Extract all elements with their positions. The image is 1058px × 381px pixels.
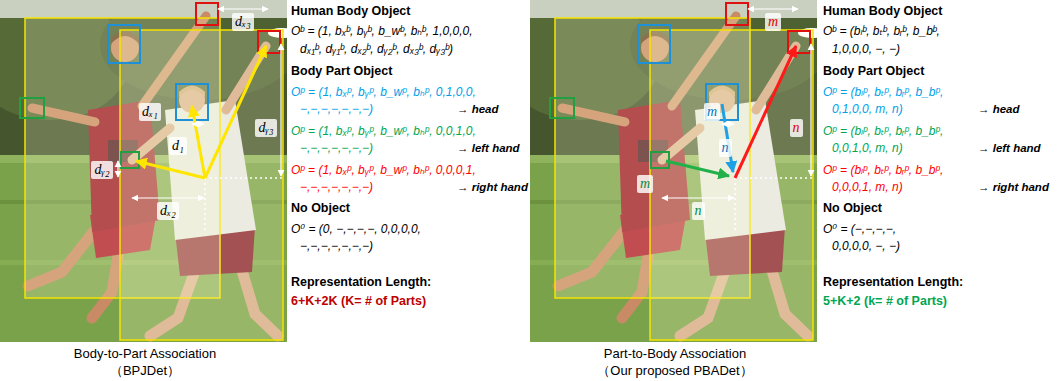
left-photo <box>0 0 300 342</box>
dimension-line <box>280 44 281 176</box>
right-photo <box>500 0 830 342</box>
formula-line: −,−,−,−,−,−,−) <box>300 239 373 254</box>
formula-line: O⁰ = (−,−,−,−, <box>823 222 896 237</box>
offset-arrow <box>136 161 205 178</box>
formula-line: dₓ₁ᵇ, dᵧ₁ᵇ, dₓ₂ᵇ, dᵧ₂ᵇ, dₓ₃ᵇ, dᵧ₃ᵇ) <box>300 42 453 57</box>
dimension-line <box>722 123 734 124</box>
formula-line: O⁰ = (0, −,−,−,−, 0,0,0,0, <box>291 222 421 237</box>
representation-length: 5+K+2 (k= # of Parts) <box>823 294 947 310</box>
distance-label: n <box>719 139 732 157</box>
distance-label: d₁ <box>169 137 187 155</box>
representation-length: 6+K+2K (K= # of Parts) <box>291 294 426 310</box>
photo-scene <box>0 0 300 342</box>
offset-arrow <box>205 46 266 178</box>
distance-label: dᵧ₃ <box>255 119 276 137</box>
dimension-line <box>748 8 798 9</box>
section-heading: Body Part Object <box>291 64 392 80</box>
part-to-body-arrow <box>666 161 729 176</box>
part-type-label: → right hand <box>457 180 528 194</box>
section-heading: No Object <box>823 201 882 217</box>
distance-label: dᵧ₂ <box>91 161 112 179</box>
distance-label: m <box>765 13 781 31</box>
formula-line: 0,1,0,0, m, n) <box>832 102 903 117</box>
section-heading: Body Part Object <box>823 64 924 80</box>
formula-line: 0,0,1,0, m, n) <box>832 141 903 156</box>
section-heading: Human Body Object <box>291 4 410 20</box>
section-heading: Representation Length: <box>823 275 963 291</box>
distance-label: n <box>790 119 803 137</box>
panel-caption: （Our proposed PBADet） <box>597 363 752 379</box>
part-type-label: → left hand <box>978 141 1041 155</box>
distance-label: dₓ₃ <box>232 13 254 31</box>
part-type-label: → head <box>457 102 499 116</box>
dimension-line <box>810 44 811 176</box>
dimension-line <box>192 123 204 124</box>
formula-line: Oᵇ = (1, bₓᵇ, bᵧᵇ, b_wᵇ, bₕᵇ, 1,0,0,0, <box>291 24 473 39</box>
formula-line: −,−,−,−,−,−,−) <box>300 141 373 156</box>
panel-caption: Part-to-Body Association <box>604 346 746 362</box>
section-heading: Human Body Object <box>823 4 942 20</box>
distance-label: m <box>637 175 653 193</box>
formula-line: Oᵖ = (1, bₓᵖ, bᵧᵖ, b_wᵖ, bₕᵖ, 0,1,0,0, <box>291 85 476 100</box>
panel-caption: Body-to-Part Association <box>74 346 216 362</box>
part-type-label: → left hand <box>457 141 520 155</box>
formula-line: Oᵇ = (bₗᵇ, bₜᵇ, bᵣᵇ, b_bᵇ, <box>823 24 940 39</box>
panel-caption: （BPJDet） <box>110 363 180 379</box>
formula-line: Oᵖ = (bₗᵖ, bₜᵖ, bᵣᵖ, b_bᵖ, <box>823 124 943 139</box>
formula-line: 1,0,0,0, −, −) <box>832 42 900 57</box>
distance-label: n <box>692 202 705 220</box>
dimension-line <box>132 197 204 198</box>
distance-label: m <box>704 103 720 121</box>
photo-scene <box>500 0 830 342</box>
formula-line: Oᵖ = (1, bₓᵖ, bᵧᵖ, b_wᵖ, bₕᵖ, 0,0,1,0, <box>291 124 476 139</box>
part-to-body-arrow <box>722 104 733 172</box>
section-heading: No Object <box>291 201 350 217</box>
formula-line: −,−,−,−,−,−,−) <box>300 102 373 117</box>
part-to-body-arrow <box>735 46 796 178</box>
formula-line: Oᵖ = (bₗᵖ, bₜᵖ, bᵣᵖ, b_bᵖ, <box>823 163 943 178</box>
formula-line: 0,0,0,1, m, n) <box>832 180 903 195</box>
distance-label: dₓ₁ <box>139 103 161 121</box>
dimension-line <box>662 197 734 198</box>
formula-line: Oᵖ = (bₗᵖ, bₜᵖ, bᵣᵖ, b_bᵖ, <box>823 85 943 100</box>
section-heading: Representation Length: <box>291 275 431 291</box>
distance-label: dₓ₂ <box>157 202 179 220</box>
dimension-line <box>218 8 268 9</box>
formula-line: −,−,−,−,−,−,−) <box>300 180 373 195</box>
formula-line: 0,0,0,0, −, −) <box>832 239 900 254</box>
part-type-label: → right hand <box>978 180 1049 194</box>
formula-line: Oᵖ = (1, bₓᵖ, bᵧᵖ, b_wᵖ, bₕᵖ, 0,0,0,1, <box>291 163 476 178</box>
offset-arrow <box>192 106 205 178</box>
dimension-line <box>117 161 118 177</box>
part-type-label: → head <box>978 102 1020 116</box>
